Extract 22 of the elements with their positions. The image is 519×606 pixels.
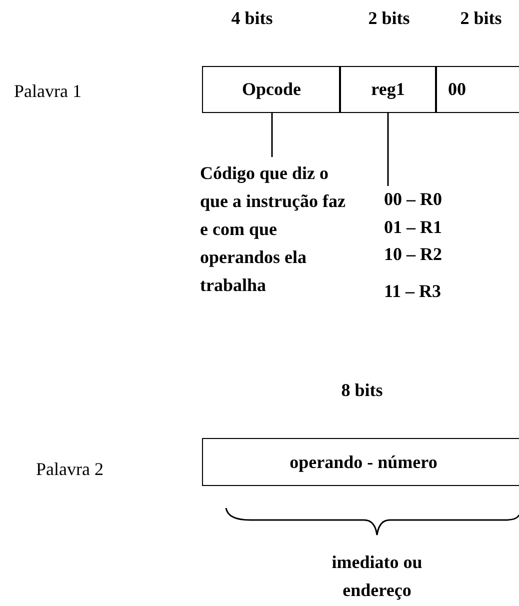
field-label: 00: [448, 79, 466, 100]
field-label: Opcode: [242, 79, 301, 100]
register-code: 10 – R2: [384, 243, 443, 265]
bit-width: 4 bits: [231, 8, 273, 29]
field-label: reg1: [371, 79, 405, 100]
bit-width: 8 bits: [341, 380, 383, 401]
field-cell: [202, 438, 519, 486]
field-cell: [202, 66, 341, 113]
bit-width: 2 bits: [368, 8, 410, 29]
brace-label: imediato ou endereço: [330, 551, 424, 602]
description-text: Código que diz o que a instrução faz e com que operandos ela trabalha: [200, 159, 350, 299]
row-label: Palavra 2: [36, 459, 104, 480]
register-code: 01 – R1: [384, 216, 443, 238]
register-code: 11 – R3: [384, 280, 442, 302]
field-label: operando - número: [290, 452, 438, 472]
leader-line: [271, 113, 273, 157]
bit-width: 2 bits: [460, 8, 502, 29]
row-label: Palavra 1: [14, 81, 82, 102]
field-cell: [435, 66, 519, 113]
register-code: 00 – R0: [384, 188, 443, 210]
leader-line: [387, 113, 389, 186]
field-cell: [339, 66, 437, 113]
